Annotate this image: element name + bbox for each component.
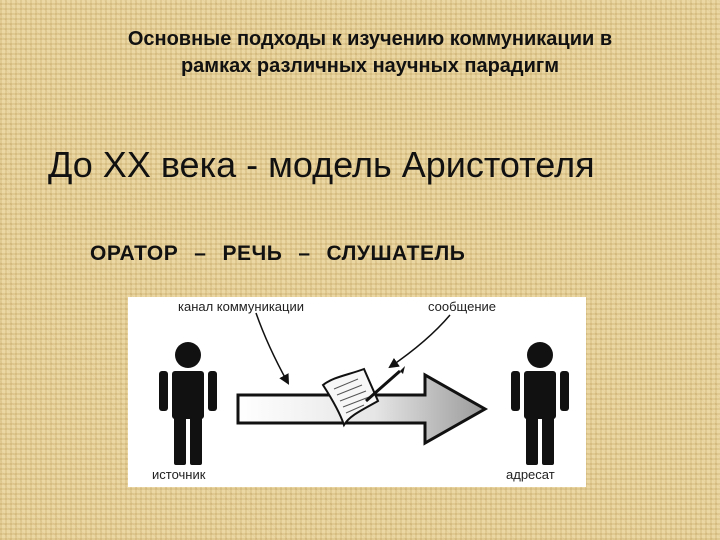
message-pointer-arrow — [388, 314, 451, 369]
slide-title: Основные подходы к изучению коммуникации… — [60, 26, 680, 80]
message-label: сообщение — [428, 299, 497, 314]
communication-diagram: канал коммуникации сообщение источник ад… — [128, 297, 586, 487]
chain-speech: РЕЧЬ — [222, 242, 283, 265]
slide-title-line-1: Основные подходы к изучению коммуникации… — [127, 28, 613, 50]
chain-orator: ОРАТОР — [90, 242, 179, 265]
source-label: источник — [152, 467, 206, 482]
slide-title-line-2: рамках различных научных парадигм — [180, 55, 560, 77]
chain-listener: СЛУШАТЕЛЬ — [326, 242, 466, 265]
message-document-icon — [321, 366, 405, 428]
channel-label: канал коммуникации — [178, 299, 305, 314]
receiver-label: адресат — [506, 467, 555, 482]
communication-chain: ОРАТОР–РЕЧЬ–СЛУШАТЕЛЬ — [90, 242, 465, 266]
slide-heading: До XX века - модель Аристотеля — [48, 144, 595, 185]
diagram-graphic — [159, 312, 569, 465]
channel-pointer-arrow — [255, 312, 290, 385]
source-person-icon — [159, 342, 217, 465]
chain-separator: – — [298, 242, 311, 265]
receiver-person-icon — [511, 342, 569, 465]
chain-separator: – — [194, 242, 207, 265]
